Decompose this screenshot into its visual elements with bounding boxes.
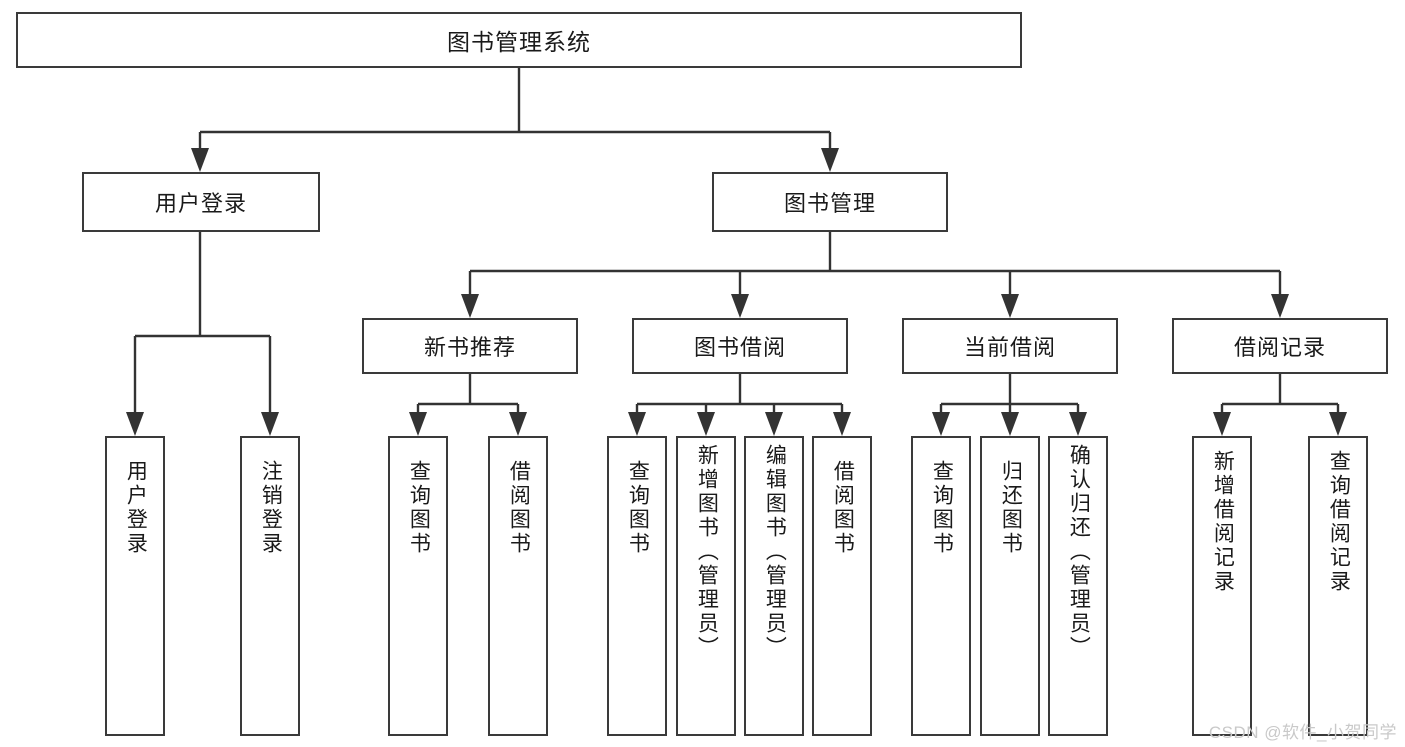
leaf-confirm-return-label: 确认归还（管理员） (1067, 444, 1091, 660)
leaf-edit-book-label: 编辑图书（管理员） (763, 444, 787, 660)
csdn-watermark: CSDN @软件_小贺同学 (1208, 723, 1397, 742)
node-root[interactable]: 图书管理系统 (16, 12, 1022, 68)
arrowhead-leaf-query-book-3 (932, 412, 950, 436)
node-root-label: 图书管理系统 (447, 29, 591, 55)
arrowhead-book-borrow (731, 294, 749, 318)
leaf-query-book-2[interactable]: 查询图书 (607, 436, 667, 736)
arrowhead-leaf-return-book (1001, 412, 1019, 436)
arrowhead-leaf-user-login (126, 412, 144, 436)
leaf-add-book[interactable]: 新增图书（管理员） (676, 436, 736, 736)
arrowhead-current-borrow (1001, 294, 1019, 318)
node-current-borrow-label: 当前借阅 (963, 335, 1056, 360)
leaf-add-book-label: 新增图书（管理员） (695, 444, 719, 660)
node-borrow-record[interactable]: 借阅记录 (1172, 318, 1388, 374)
arrowhead-leaf-query-record (1329, 412, 1347, 436)
leaf-query-book-3[interactable]: 查询图书 (911, 436, 971, 736)
arrowhead-leaf-query-book-1 (409, 412, 427, 436)
leaf-add-record-label: 新增借阅记录 (1211, 450, 1235, 594)
node-book-manage[interactable]: 图书管理 (712, 172, 948, 232)
arrowhead-book-manage (821, 148, 839, 172)
leaf-query-record[interactable]: 查询借阅记录 (1308, 436, 1368, 736)
leaf-user-logout-label: 注销登录 (259, 460, 283, 556)
leaf-borrow-book-1[interactable]: 借阅图书 (488, 436, 548, 736)
leaf-return-book-label: 归还图书 (999, 460, 1023, 556)
node-current-borrow[interactable]: 当前借阅 (902, 318, 1118, 374)
leaf-add-record[interactable]: 新增借阅记录 (1192, 436, 1252, 736)
leaf-edit-book[interactable]: 编辑图书（管理员） (744, 436, 804, 736)
leaf-user-logout[interactable]: 注销登录 (240, 436, 300, 736)
arrowhead-user-login (191, 148, 209, 172)
leaf-return-book[interactable]: 归还图书 (980, 436, 1040, 736)
arrowhead-leaf-borrow-book-2 (833, 412, 851, 436)
node-user-login[interactable]: 用户登录 (82, 172, 320, 232)
node-borrow-record-label: 借阅记录 (1233, 335, 1326, 360)
leaf-borrow-book-2-label: 借阅图书 (831, 460, 855, 556)
node-new-book-recommend[interactable]: 新书推荐 (362, 318, 578, 374)
arrowhead-leaf-borrow-book-1 (509, 412, 527, 436)
arrowhead-leaf-add-book (697, 412, 715, 436)
node-book-borrow-label: 图书借阅 (693, 335, 786, 360)
leaf-query-book-3-label: 查询图书 (930, 460, 954, 556)
arrowhead-leaf-edit-book (765, 412, 783, 436)
arrowhead-new-book-recommend (461, 294, 479, 318)
leaf-user-login-label: 用户登录 (124, 460, 148, 556)
arrowhead-leaf-add-record (1213, 412, 1231, 436)
leaf-query-book-2-label: 查询图书 (626, 460, 650, 556)
leaf-borrow-book-2[interactable]: 借阅图书 (812, 436, 872, 736)
node-book-manage-label: 图书管理 (783, 191, 876, 216)
node-book-borrow[interactable]: 图书借阅 (632, 318, 848, 374)
leaf-user-login[interactable]: 用户登录 (105, 436, 165, 736)
leaf-query-book-1[interactable]: 查询图书 (388, 436, 448, 736)
leaf-borrow-book-1-label: 借阅图书 (507, 460, 531, 556)
node-user-login-label: 用户登录 (154, 191, 247, 216)
leaf-confirm-return[interactable]: 确认归还（管理员） (1048, 436, 1108, 736)
node-new-book-recommend-label: 新书推荐 (423, 335, 516, 360)
arrowhead-leaf-query-book-2 (628, 412, 646, 436)
arrowhead-borrow-record (1271, 294, 1289, 318)
leaf-query-book-1-label: 查询图书 (407, 460, 431, 556)
arrowhead-leaf-user-logout (261, 412, 279, 436)
arrowhead-leaf-confirm-return (1069, 412, 1087, 436)
leaf-query-record-label: 查询借阅记录 (1327, 450, 1351, 594)
